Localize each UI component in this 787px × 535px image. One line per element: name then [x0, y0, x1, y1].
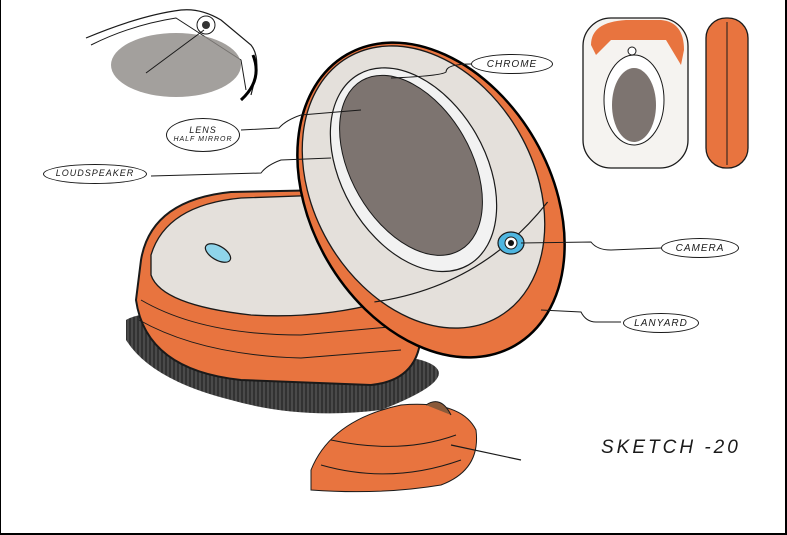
callout-lens-label: LENS — [189, 125, 217, 136]
callout-lanyard-label: LANYARD — [634, 317, 688, 329]
front-view — [582, 17, 689, 169]
phone-flip — [296, 41, 566, 359]
callout-camera: CAMERA — [661, 238, 739, 258]
side-view — [705, 17, 749, 169]
callout-lanyard: LANYARD — [623, 313, 699, 333]
leader-lines — [150, 63, 662, 323]
lens-detail-view — [85, 9, 258, 102]
callout-chrome-label: CHROME — [486, 58, 538, 70]
callout-camera-label: CAMERA — [675, 242, 725, 254]
camera-lens — [497, 231, 525, 255]
callout-loudspeaker: LOUDSPEAKER — [43, 164, 147, 184]
callout-chrome: CHROME — [471, 54, 553, 74]
sketch-caption: SKETCH -20 — [601, 437, 741, 458]
callout-lens-sublabel: HALF MIRROR — [173, 136, 233, 144]
callout-lens: LENS HALF MIRROR — [166, 118, 240, 152]
callout-loudspeaker-label: LOUDSPEAKER — [55, 168, 135, 179]
lanyard-detail-view — [310, 401, 522, 493]
